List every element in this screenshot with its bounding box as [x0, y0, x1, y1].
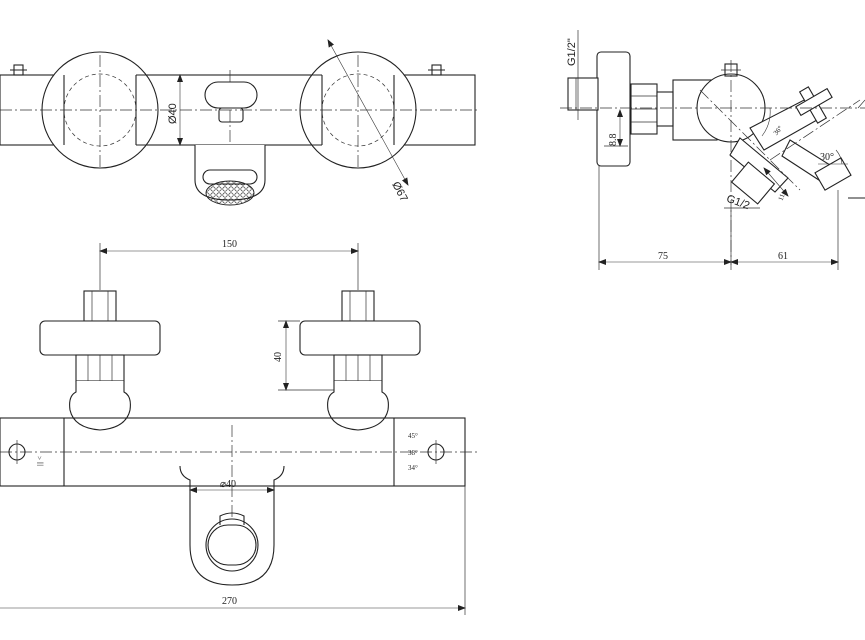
dim-height: 40: [273, 352, 284, 362]
spout-knob-ring: [205, 518, 259, 572]
svg-text:||| <: ||| <: [36, 456, 44, 466]
dim-total-length: 270: [222, 596, 237, 607]
front-view: Ø40 Ø67: [0, 39, 478, 206]
bottom-spout: [179, 465, 285, 586]
angle-30: 30°: [820, 152, 834, 163]
side-thread: [567, 77, 599, 111]
dim-body-diameter: Ø40: [167, 103, 179, 124]
temp-mark-45: 45°: [408, 432, 418, 440]
right-inlet-thread: [341, 290, 375, 322]
side-view: G1/2" 8.8 36°: [560, 30, 865, 270]
dim-depth-61: 61: [778, 251, 788, 262]
bottom-view: 150 40 ||| <: [0, 239, 478, 615]
temp-mark-38: 38°: [408, 449, 418, 457]
dim-centers: 150: [222, 239, 237, 250]
side-handle-cross: [795, 87, 833, 117]
diverter-knob: [204, 81, 258, 109]
temp-mark-34: 34°: [408, 464, 418, 472]
dim-offset: 8.8: [608, 134, 619, 147]
right-eccentric-flange: [299, 320, 421, 356]
left-inlet-thread: [83, 290, 117, 322]
aerator-mesh: [205, 180, 255, 206]
dim-small: 11: [777, 192, 787, 202]
dim-handle-diameter: Ø67: [389, 180, 409, 204]
dim-depth-75: 75: [658, 251, 668, 262]
dim-spout-diameter: ⌀40: [220, 479, 236, 490]
thread-top-label: G1/2": [566, 38, 578, 66]
left-eccentric-flange: [39, 320, 161, 356]
side-flange: [596, 51, 631, 167]
